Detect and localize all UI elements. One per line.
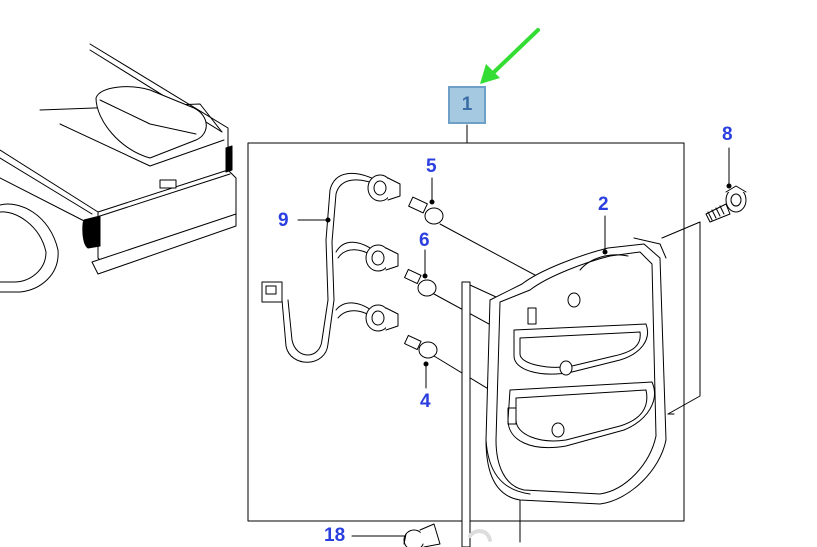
callout-part-9[interactable]: 9 [278, 210, 289, 231]
callout-part-1-label: 1 [461, 94, 473, 115]
green-arrow-icon [480, 28, 540, 84]
callout-part-5[interactable]: 5 [426, 156, 437, 177]
wiring-harness [261, 172, 401, 363]
callout-part-1-selected[interactable]: 1 [448, 86, 486, 124]
part-18-component [403, 523, 441, 547]
tail-lamp-housing [461, 237, 667, 547]
screw-part-8 [705, 185, 747, 223]
callout-part-2[interactable]: 2 [598, 194, 609, 215]
truck-illustration [0, 43, 237, 293]
callout-part-8[interactable]: 8 [722, 124, 733, 145]
callout-part-6[interactable]: 6 [419, 230, 430, 251]
callout-part-18[interactable]: 18 [324, 525, 346, 546]
bulb-part-4 [404, 334, 438, 359]
callout-part-4[interactable]: 4 [420, 391, 431, 412]
bulb-part-5 [408, 196, 444, 225]
bulb-part-6 [404, 268, 437, 297]
